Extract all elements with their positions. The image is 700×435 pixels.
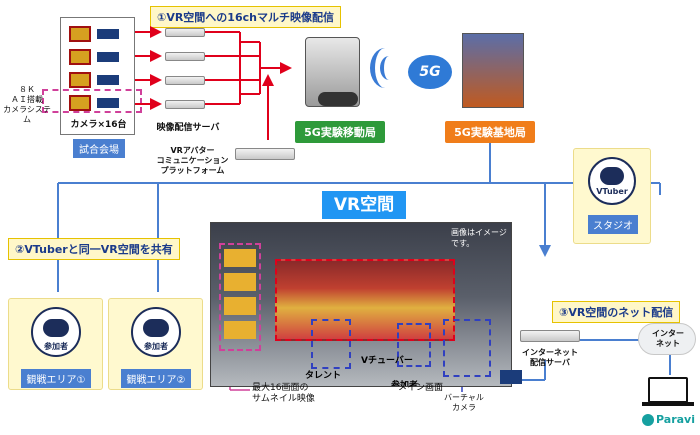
laptop-base	[642, 402, 694, 406]
ai-camera-highlight	[42, 89, 142, 113]
internet-cloud: インター ネット	[638, 323, 696, 355]
share-title: ②VTuberと同一VR空間を共有	[8, 238, 180, 260]
image-note: 画像はイメージです。	[451, 228, 507, 248]
camera-icon	[69, 95, 91, 111]
studio-label: スタジオ	[588, 215, 638, 234]
talent-box	[311, 319, 351, 369]
platform-label-1: VRアバター	[170, 146, 215, 155]
paravi-label: Paravi	[656, 413, 695, 426]
platform-label-3: プラットフォーム	[160, 166, 225, 175]
callout-virtual-2: カメラ	[451, 403, 476, 412]
audience-area-1: 参加者 観戦エリア①	[8, 298, 103, 390]
participant-scene-label: 参加者	[391, 381, 419, 387]
camera-icon	[69, 49, 91, 65]
camera-count-label: カメラ×16台	[70, 120, 127, 130]
platform-server-icon	[235, 148, 295, 160]
signal-icon	[370, 48, 400, 88]
area2-label: 観戦エリア②	[121, 369, 191, 388]
laptop-icon	[648, 377, 688, 403]
net-server-icon	[520, 330, 580, 342]
callout-thumb-1: 最大16画面の	[252, 383, 309, 393]
camera-icon	[97, 75, 119, 85]
main-screen	[275, 259, 455, 341]
vtuber-icon: VTuber	[588, 157, 636, 205]
area1-label: 観戦エリア①	[21, 369, 91, 388]
vtuber-box	[397, 323, 431, 367]
audience-area-2: 参加者 観戦エリア②	[108, 298, 203, 390]
camera-icon	[97, 52, 119, 62]
base-station-photo	[462, 33, 524, 108]
vtuber-icon-text: VTuber	[596, 187, 628, 196]
callout-main: メイン画面	[398, 383, 444, 393]
server-label: 映像配信サーバ	[156, 123, 220, 133]
internet-label-1: インター	[652, 329, 684, 338]
vr-space-title: VR空間	[322, 191, 406, 219]
thumbnail-wall	[219, 243, 261, 351]
server-icon	[165, 52, 205, 61]
vtuber-scene-label: Vチューバー	[361, 356, 413, 366]
net-title: ③VR空間のネット配信	[552, 301, 681, 323]
virtual-camera-icon	[500, 370, 522, 384]
studio-box: VTuber スタジオ	[573, 148, 651, 244]
server-icon	[165, 28, 205, 37]
base-station-label: 5G実験基地局	[445, 121, 535, 143]
callout-thumb-2: サムネイル映像	[252, 394, 315, 404]
talent-label: タレント	[305, 371, 342, 381]
signal-icon	[380, 56, 398, 80]
venue-label: 試合会場	[73, 139, 125, 158]
server-icon	[165, 100, 205, 109]
platform-label-2: コミュニケーション	[156, 156, 229, 165]
participant-icon: 参加者	[131, 307, 181, 357]
camera-side-label-1: ８Ｋ	[19, 85, 35, 94]
camera-icon	[69, 26, 91, 42]
vr-scene-image: 画像はイメージです。 タレント Vチューバー 参加者	[210, 222, 512, 387]
camera-icon	[97, 29, 119, 39]
server-icon	[165, 76, 205, 85]
title-multi-video: ①VR空間への16chマルチ映像配信	[150, 6, 341, 28]
vehicle-wheels	[318, 92, 358, 106]
net-server-label-2: 配信サーバ	[530, 358, 570, 367]
fiveg-badge: 5G	[408, 55, 452, 89]
camera-group: カメラ×16台	[60, 17, 135, 135]
internet-label-2: ネット	[656, 339, 680, 348]
callout-virtual-1: バーチャル	[444, 393, 484, 402]
participant-icon: 参加者	[31, 307, 81, 357]
paravi-logo-icon	[642, 414, 654, 426]
camera-side-label-2: ＡＩ搭載	[11, 95, 43, 104]
camera-side-label-3: カメラシステム	[3, 105, 51, 124]
mobile-station-label: 5G実験移動局	[295, 121, 385, 143]
participant-text: 参加者	[44, 342, 68, 351]
participant-text: 参加者	[144, 342, 168, 351]
camera-icon	[97, 98, 119, 108]
net-server-label-1: インターネット	[522, 348, 578, 357]
participant-box	[443, 319, 491, 377]
camera-icon	[69, 72, 91, 88]
